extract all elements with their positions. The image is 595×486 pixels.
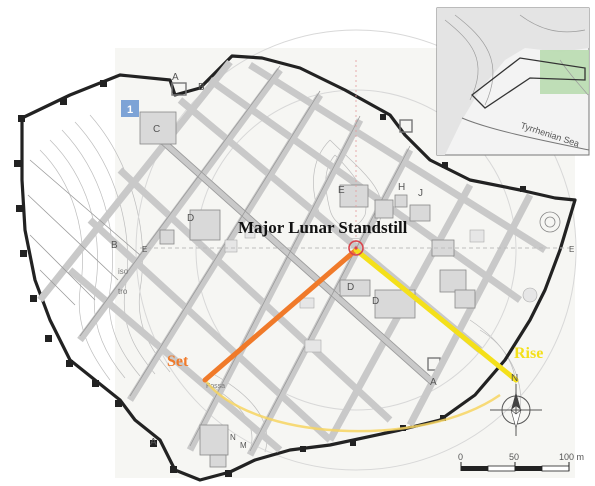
label-e-forum: E <box>338 185 345 196</box>
label-b-north: B <box>198 82 205 93</box>
set-label: Set <box>167 353 189 370</box>
scale-label-mid: 50 <box>509 452 519 462</box>
info-badge-label: 1 <box>127 104 133 116</box>
scale-bar <box>460 462 570 472</box>
map-title: Major Lunar Standstill <box>238 218 408 237</box>
label-n: N <box>230 433 236 442</box>
scale-label-end: 100 m <box>559 452 584 462</box>
label-d-forum-2: D <box>372 296 379 307</box>
label-j: J <box>418 188 423 199</box>
label-tro: tro <box>118 287 128 296</box>
rise-label: Rise <box>514 345 543 362</box>
label-fossa: Fossa <box>206 383 225 390</box>
label-m: M <box>240 441 247 450</box>
label-c: C <box>153 124 160 135</box>
label-d-forum-1: D <box>347 282 354 293</box>
label-gate-a-north: A <box>172 72 179 83</box>
moonrise-line <box>353 247 519 383</box>
city-wall <box>20 54 577 482</box>
compass-north-label: N <box>511 373 518 384</box>
moonset-line <box>202 247 359 383</box>
scale-label-zero: 0 <box>458 452 463 462</box>
minor-buildings <box>224 227 538 353</box>
inset-map: Tyrrhenian Sea <box>436 7 590 156</box>
label-gate-a-south: A <box>430 377 437 388</box>
buildings <box>139 111 476 468</box>
street-edges <box>79 65 431 452</box>
hill-feature <box>539 211 561 233</box>
label-iso: iso <box>118 267 129 276</box>
label-e-axis-east: E <box>569 245 574 254</box>
label-h: H <box>398 182 405 193</box>
info-badge <box>121 100 139 117</box>
observation-point-dot <box>354 246 358 250</box>
observation-point-marker <box>348 240 364 256</box>
gates <box>171 82 441 371</box>
lunar-horizon-arc <box>204 379 501 433</box>
label-d-west: D <box>187 213 194 224</box>
label-b-west: B <box>111 240 118 251</box>
label-gate-a-southwest: A <box>150 437 157 448</box>
label-e-axis-west: E <box>142 245 147 254</box>
compass-rose <box>490 384 542 436</box>
west-blocks <box>27 159 141 306</box>
